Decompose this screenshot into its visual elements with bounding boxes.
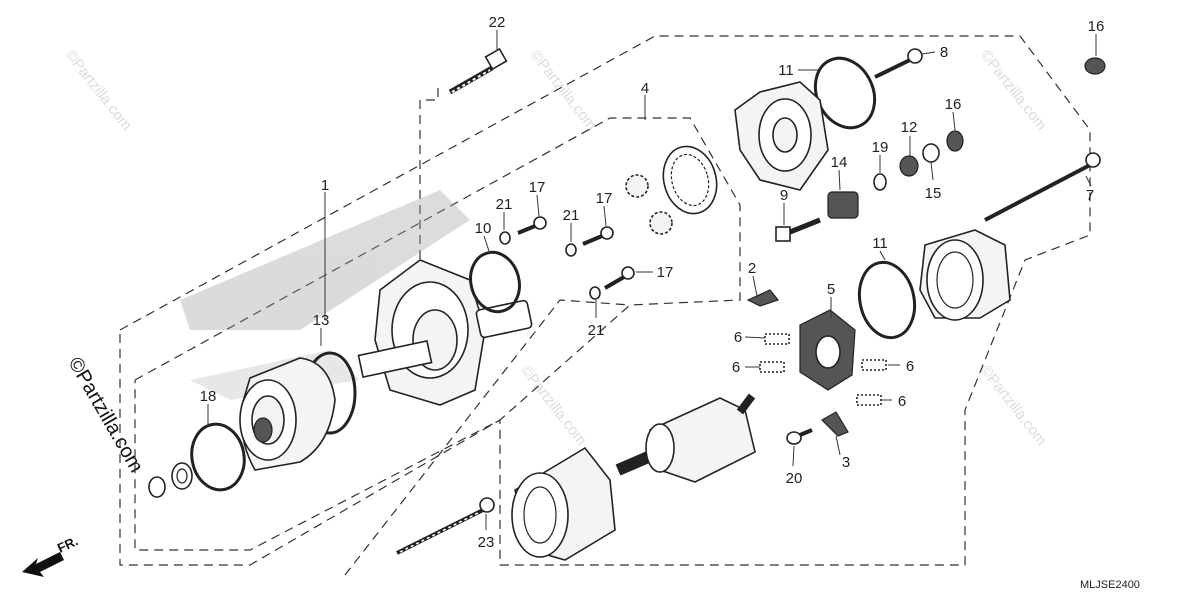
callout-20: 20 (786, 470, 803, 487)
callout-17: 17 (596, 190, 613, 207)
watermark: ©Partzilla.com (977, 362, 1050, 449)
group-outlines (119, 35, 1091, 576)
callout-18: 18 (200, 388, 217, 405)
watermark: ©Partzilla.com (517, 362, 590, 449)
callout-16: 16 (945, 96, 962, 113)
bolt-9 (775, 217, 821, 242)
front-label: FR. (55, 533, 80, 555)
screw-17c (603, 266, 635, 290)
front-direction-indicator: FR. (22, 533, 80, 577)
callout-3: 3 (842, 454, 850, 471)
callout-17: 17 (529, 179, 546, 196)
callout-6: 6 (732, 359, 740, 376)
callout-19: 19 (872, 139, 889, 156)
callout-12: 12 (901, 119, 918, 136)
washer-21a (499, 231, 511, 245)
washer-21c (589, 286, 601, 300)
leader-lines (207, 30, 1097, 530)
screw-20 (786, 428, 813, 445)
callout-8: 8 (940, 44, 948, 61)
oring-10 (469, 250, 521, 314)
washer-15 (922, 143, 940, 163)
bolt-23 (396, 497, 495, 555)
diagram-code: MLJSE2400 (1080, 579, 1140, 591)
yoke (511, 446, 616, 561)
oring-18 (148, 422, 246, 498)
callout-9: 9 (780, 187, 788, 204)
callout-5: 5 (827, 281, 835, 298)
clip-3 (821, 411, 849, 437)
callout-21: 21 (563, 207, 580, 224)
washer-19 (873, 173, 887, 191)
callout-21: 21 (496, 196, 513, 213)
bolt-7 (984, 152, 1101, 222)
front-arrow-icon (22, 552, 64, 577)
washer-21b (565, 243, 577, 257)
callout-11: 11 (872, 235, 888, 252)
oring-11b (857, 260, 917, 340)
spring-6b (759, 361, 785, 373)
watermark: ©Partzilla.com (527, 47, 600, 134)
armature (615, 393, 756, 483)
watermark-group: ©Partzilla.com ©Partzilla.com ©Partzilla… (62, 47, 1050, 476)
spring-6d (856, 394, 882, 406)
callout-16: 16 (1088, 18, 1105, 35)
cap-16a (1084, 57, 1106, 75)
terminal-14 (827, 191, 859, 219)
spring-6a (764, 333, 790, 345)
clip-2 (746, 289, 780, 307)
screw-17b (582, 226, 614, 246)
end-cap (919, 229, 1011, 321)
callout-6: 6 (734, 329, 742, 346)
bolt-22 (448, 47, 508, 95)
cap-16b (946, 130, 964, 152)
callout-15: 15 (925, 185, 942, 202)
callout-23: 23 (478, 534, 495, 551)
rear-cover (734, 81, 829, 191)
watermark: ©Partzilla.com (62, 47, 135, 134)
callout-2: 2 (748, 260, 756, 277)
watermark: ©Partzilla.com (977, 47, 1050, 134)
drive-housing-13 (239, 351, 357, 471)
spring-6c (861, 359, 887, 371)
callout-21: 21 (588, 322, 605, 339)
gear-case-1 (357, 259, 533, 406)
callout-1: 1 (321, 177, 329, 194)
callout-labels: 1 2 3 4 5 6 6 6 6 7 8 9 10 11 11 12 13 1… (200, 14, 1105, 551)
outline-bolt-22 (419, 88, 439, 290)
callout-17: 17 (657, 264, 674, 281)
callout-13: 13 (313, 312, 330, 329)
callout-6: 6 (906, 358, 914, 375)
planetary-gear-4 (625, 145, 718, 235)
callout-14: 14 (831, 154, 848, 171)
callout-4: 4 (641, 80, 649, 97)
bolt-8 (874, 48, 923, 79)
outline-gear-housing (134, 117, 741, 551)
outline-planetary (344, 299, 631, 576)
callout-7: 7 (1086, 187, 1094, 204)
callout-10: 10 (475, 220, 492, 237)
callout-6: 6 (898, 393, 906, 410)
callout-11: 11 (778, 62, 794, 79)
screw-17a (517, 216, 547, 235)
callout-22: 22 (489, 14, 506, 31)
outline-front-assembly (119, 35, 1091, 566)
brush-holder-5 (799, 309, 856, 391)
nut-12 (899, 155, 919, 177)
